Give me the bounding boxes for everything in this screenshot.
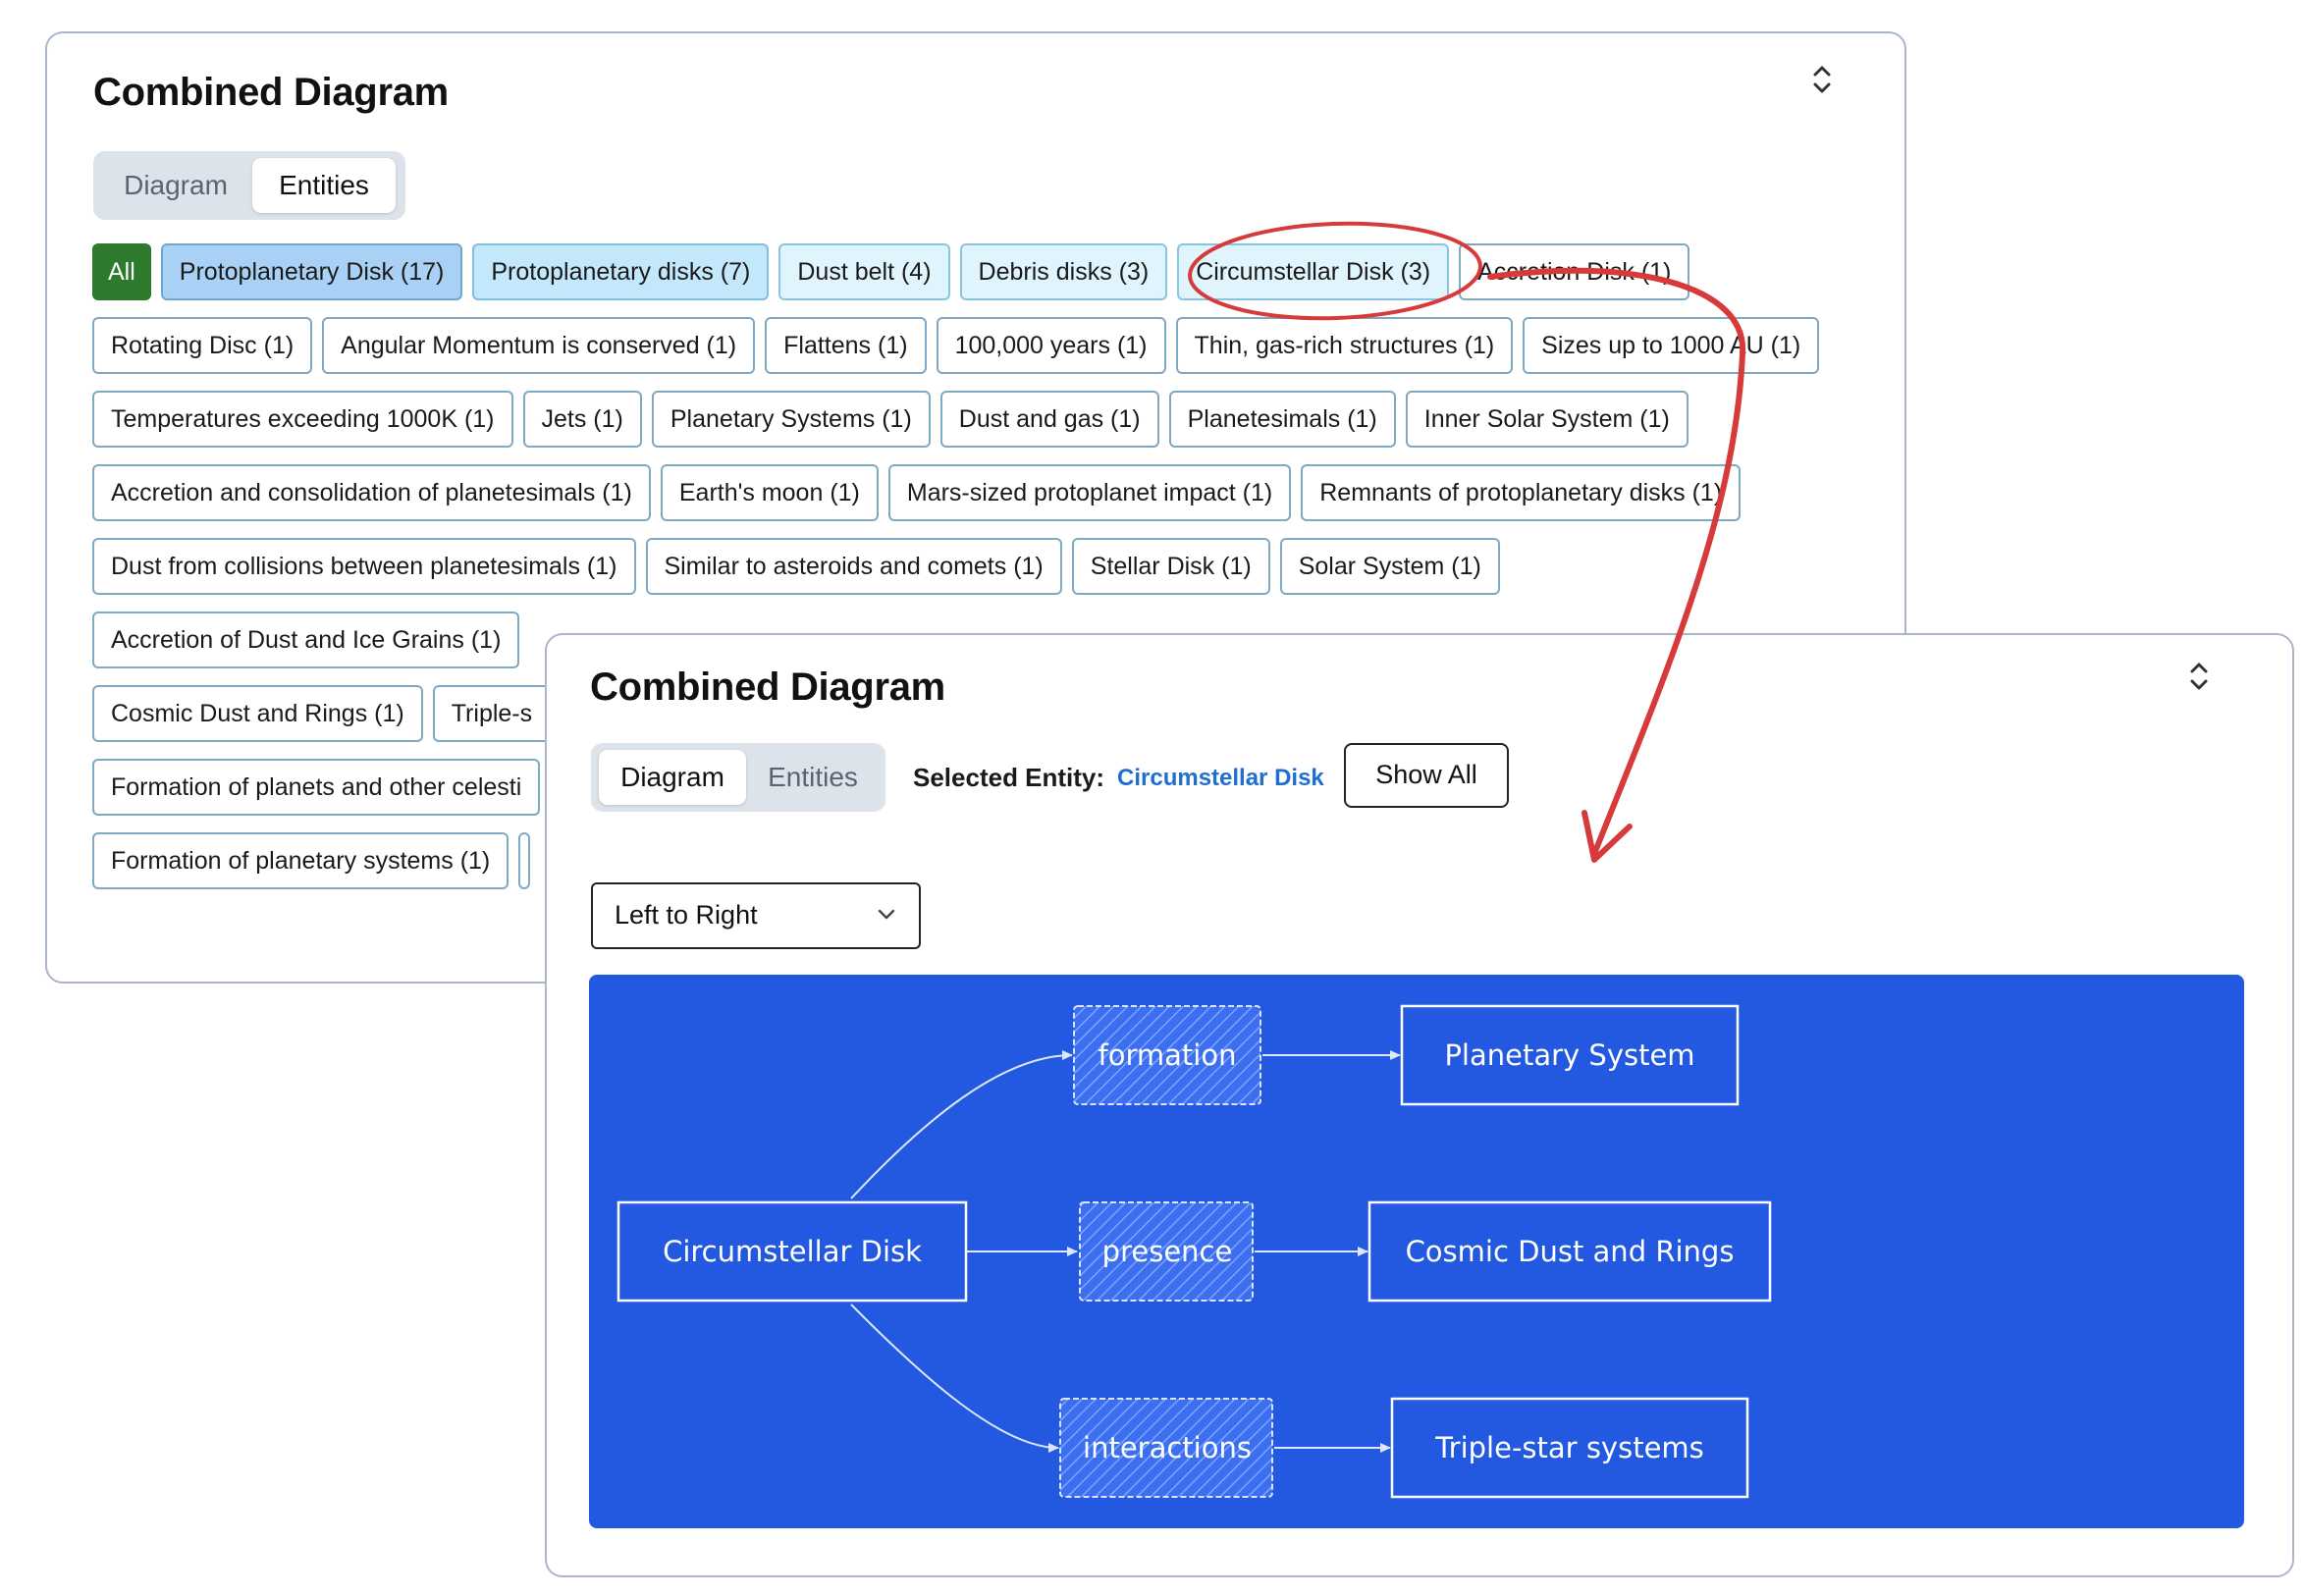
entity-chip[interactable]: Solar System (1) [1279, 538, 1500, 595]
entity-chip[interactable]: Stellar Disk (1) [1071, 538, 1270, 595]
entity-chip[interactable]: All [92, 243, 151, 300]
chip-row: Dust from collisions between planetesima… [92, 538, 1500, 595]
relation-formation[interactable]: formation [1073, 1005, 1261, 1105]
entity-chip[interactable]: Cosmic Dust and Rings (1) [92, 685, 423, 742]
entity-chip[interactable]: Dust belt (4) [778, 243, 950, 300]
show-all-button[interactable]: Show All [1344, 743, 1509, 808]
entity-chip[interactable] [518, 832, 531, 889]
entity-diagram: Circumstellar Disk Planetary System Cosm… [589, 975, 2244, 1528]
layout-direction-value: Left to Right [615, 900, 758, 930]
entity-chip[interactable]: Formation of planetary systems (1) [92, 832, 509, 889]
entity-chip[interactable]: Rotating Disc (1) [92, 317, 313, 374]
entity-chip[interactable]: Inner Solar System (1) [1405, 391, 1689, 448]
entity-chip[interactable]: Debris disks (3) [959, 243, 1168, 300]
collapse-expand-icon[interactable] [1811, 63, 1833, 96]
relation-label: formation [1099, 1038, 1237, 1072]
panel-title: Combined Diagram [93, 71, 449, 114]
node-label: Cosmic Dust and Rings [1406, 1235, 1735, 1268]
entity-chip[interactable]: Accretion of Dust and Ice Grains (1) [92, 612, 520, 668]
edge-source-to-interactions [850, 1303, 1059, 1453]
view-toggle: Diagram Entities [93, 151, 405, 220]
entity-chip[interactable]: Planetesimals (1) [1168, 391, 1396, 448]
entity-chip[interactable]: Temperatures exceeding 1000K (1) [92, 391, 513, 448]
entity-chip[interactable]: Formation of planets and other celesti [92, 759, 541, 816]
entity-chip[interactable]: 100,000 years (1) [936, 317, 1166, 374]
entity-chip[interactable]: Triple-s [432, 685, 552, 742]
tab-entities[interactable]: Entities [768, 762, 858, 792]
layout-direction-select[interactable]: Left to Right [591, 882, 921, 949]
entity-chip[interactable]: Remnants of protoplanetary disks (1) [1301, 464, 1742, 521]
diagram-canvas [589, 975, 2244, 1528]
node-label: Triple-star systems [1434, 1431, 1704, 1464]
entity-chip[interactable]: Accretion and consolidation of planetesi… [92, 464, 651, 521]
entity-chip[interactable]: Flattens (1) [765, 317, 927, 374]
relation-presence[interactable]: presence [1079, 1201, 1254, 1302]
node-label: Circumstellar Disk [663, 1235, 922, 1268]
entity-chip[interactable]: Accretion Disk (1) [1459, 243, 1690, 300]
entity-chip[interactable]: Thin, gas-rich structures (1) [1175, 317, 1514, 374]
view-toggle: Diagram Entities [591, 743, 885, 812]
chip-row: Formation of planetary systems (1) [92, 832, 531, 889]
entity-chip[interactable]: Protoplanetary disks (7) [472, 243, 770, 300]
entity-chip[interactable]: Protoplanetary Disk (17) [160, 243, 463, 300]
relation-label: interactions [1083, 1431, 1252, 1464]
node-label: Planetary System [1444, 1038, 1694, 1072]
selected-entity-value[interactable]: Circumstellar Disk [1117, 765, 1324, 791]
tab-diagram[interactable]: Diagram [599, 750, 746, 805]
entity-chip[interactable]: Similar to asteroids and comets (1) [645, 538, 1062, 595]
relation-label: presence [1102, 1235, 1233, 1268]
panel-title: Combined Diagram [590, 665, 945, 709]
chip-row: Accretion of Dust and Ice Grains (1) [92, 612, 520, 668]
entity-chip[interactable]: Jets (1) [522, 391, 642, 448]
chevron-down-icon [878, 909, 895, 920]
chip-row: Temperatures exceeding 1000K (1)Jets (1)… [92, 391, 1689, 448]
entity-chip[interactable]: Planetary Systems (1) [651, 391, 931, 448]
entity-chip[interactable]: Mars-sized protoplanet impact (1) [887, 464, 1292, 521]
entity-chip[interactable]: Dust from collisions between planetesima… [92, 538, 636, 595]
tab-diagram[interactable]: Diagram [124, 170, 228, 200]
entity-chip[interactable]: Dust and gas (1) [939, 391, 1159, 448]
chip-row: Cosmic Dust and Rings (1)Triple-s [92, 685, 552, 742]
entity-chip[interactable]: Angular Momentum is conserved (1) [322, 317, 756, 374]
collapse-expand-icon[interactable] [2188, 660, 2210, 693]
chip-row: Accretion and consolidation of planetesi… [92, 464, 1742, 521]
node-cosmic-dust-and-rings[interactable]: Cosmic Dust and Rings [1367, 1200, 1772, 1303]
selected-entity-label: Selected Entity: [913, 763, 1105, 792]
chip-row: Rotating Disc (1)Angular Momentum is con… [92, 317, 1820, 374]
chip-row: Formation of planets and other celesti [92, 759, 541, 816]
entity-chip[interactable]: Earth's moon (1) [660, 464, 879, 521]
node-circumstellar-disk[interactable]: Circumstellar Disk [616, 1200, 968, 1303]
node-planetary-system[interactable]: Planetary System [1400, 1004, 1740, 1106]
tab-entities[interactable]: Entities [252, 158, 396, 213]
node-triple-star-systems[interactable]: Triple-star systems [1390, 1397, 1749, 1499]
relation-interactions[interactable]: interactions [1059, 1398, 1273, 1498]
entity-chip[interactable]: Circumstellar Disk (3) [1177, 243, 1450, 300]
edge-source-to-formation [850, 1050, 1073, 1199]
entity-chip[interactable]: Sizes up to 1000 AU (1) [1523, 317, 1820, 374]
